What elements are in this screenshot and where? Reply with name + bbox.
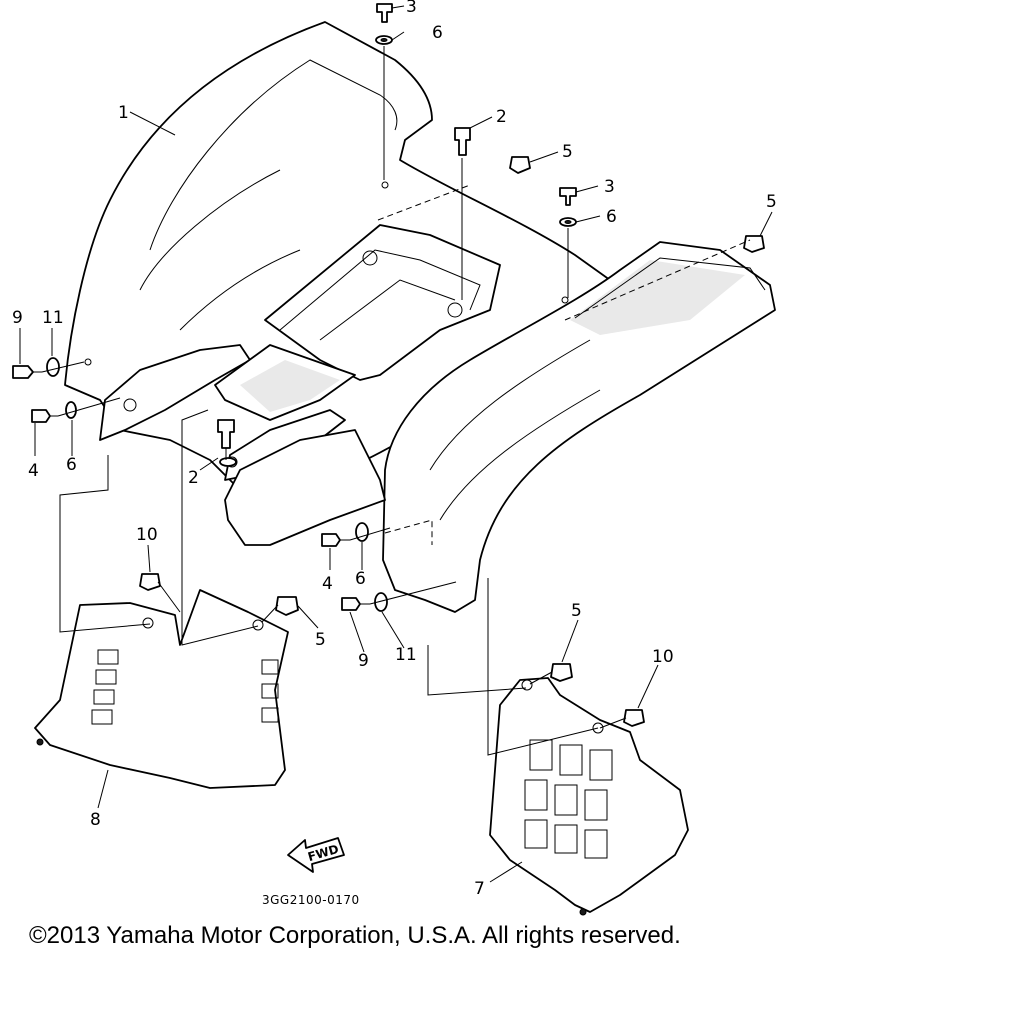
copyright-notice: ©2013 Yamaha Motor Corporation, U.S.A. A… [29,922,681,949]
callout-6-top: 6 [432,23,443,43]
callout-1: 1 [118,103,129,123]
side-cover-part-7 [489,677,689,916]
callout-10-right: 10 [652,647,674,667]
callout-2-top: 2 [496,107,507,127]
assembly-lines [41,46,751,756]
side-cover-part-8 [34,589,289,789]
callout-5-far-right: 5 [766,192,777,212]
callout-labels: 1 3 6 2 5 3 6 5 9 11 4 6 2 10 5 4 6 9 11… [12,0,777,907]
fwd-arrow-icon: FWD [287,837,345,873]
callout-5-left: 5 [315,630,326,650]
callout-4-middle: 4 [322,574,333,594]
callout-6-middle: 6 [355,569,366,589]
callout-7: 7 [474,879,485,899]
callout-6-left: 6 [66,455,77,475]
callout-3-top: 3 [406,0,417,17]
callout-6-right: 6 [606,207,617,227]
part-code: 3GG2100-0170 [262,893,360,907]
callout-5-top: 5 [562,142,573,162]
callout-leaders [19,5,773,883]
callout-9-left: 9 [12,308,23,328]
callout-11-middle: 11 [395,645,417,665]
callout-4-left: 4 [28,461,39,481]
callout-11-left: 11 [42,308,64,328]
callout-8: 8 [90,810,101,830]
callout-9-middle: 9 [358,651,369,671]
callout-2-middle: 2 [188,468,199,488]
callout-10-left: 10 [136,525,158,545]
callout-5-right: 5 [571,601,582,621]
callout-3-right: 3 [604,177,615,197]
rear-fender-part-1 [64,21,776,613]
